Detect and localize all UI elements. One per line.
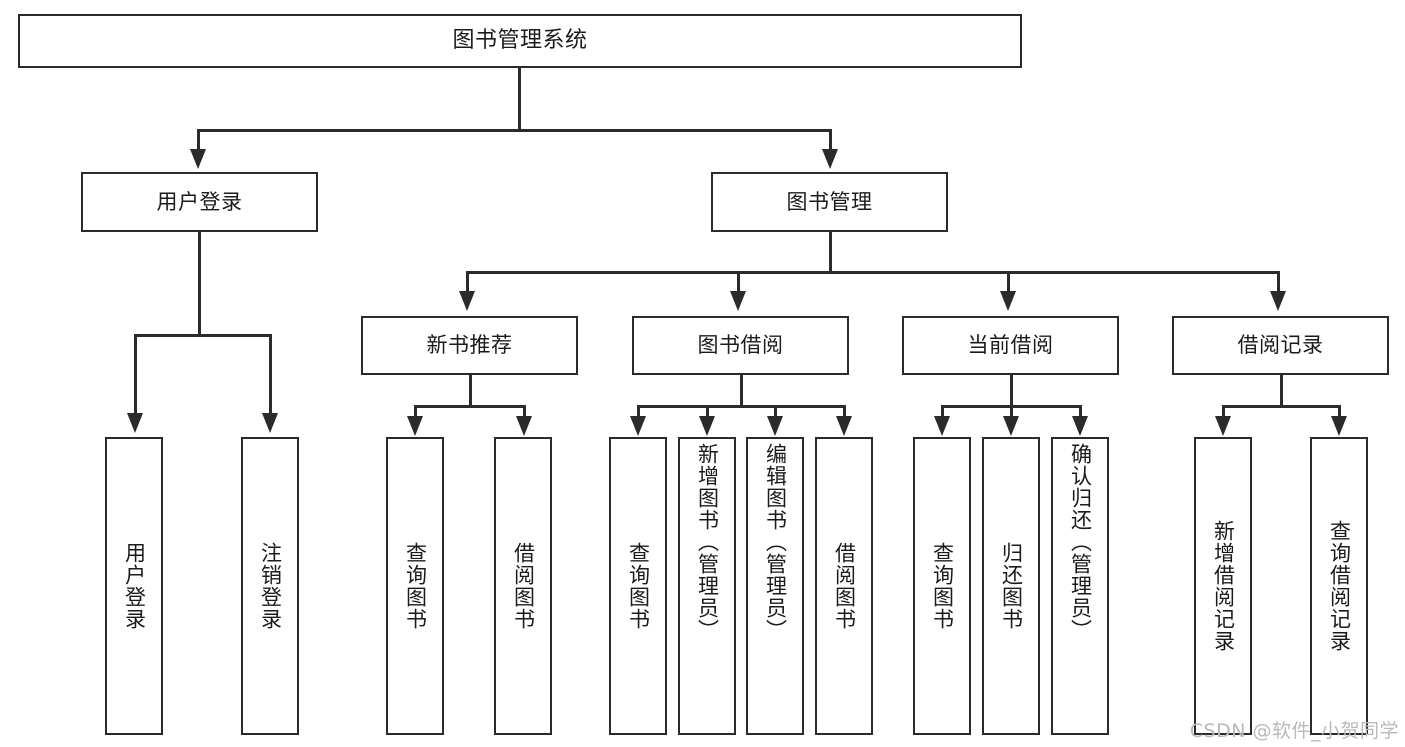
arrowhead-book-borrow-leaf-3 <box>767 416 783 436</box>
arrowhead-book-mgmt-borrow-book <box>730 291 746 311</box>
arrowhead-root-to-book-mgmt <box>822 149 838 169</box>
arrowhead-user-login-leaf-1 <box>127 413 143 433</box>
arrowhead-book-mgmt-current-borrow <box>1000 291 1016 311</box>
connector-book-borrow-to-leaf-3 <box>774 405 777 419</box>
node-label: 新书推荐 <box>426 333 513 358</box>
node-label: 当前借阅 <box>967 333 1054 358</box>
arrowhead-user-login-leaf-2 <box>262 413 278 433</box>
leaf-book-borrow-query[interactable]: 查询图书 <box>609 437 667 735</box>
node-label: 借阅记录 <box>1237 333 1324 358</box>
arrowhead-current-borrow-leaf-2 <box>1003 416 1019 436</box>
connector-book-borrow-stem <box>740 375 743 407</box>
connector-book-borrow-to-leaf-4 <box>843 405 846 419</box>
leaf-book-borrow-borrow[interactable]: 借阅图书 <box>815 437 873 735</box>
node-label: 借阅图书 <box>832 542 857 630</box>
connector-book-borrow-to-leaf-2 <box>706 405 709 419</box>
connector-current-borrow-stem <box>1010 375 1013 407</box>
connector-book-mgmt-to-new-book <box>466 271 469 295</box>
leaf-current-borrow-query[interactable]: 查询图书 <box>913 437 971 735</box>
leaf-borrow-record-query[interactable]: 查询借阅记录 <box>1310 437 1368 735</box>
node-label: 编辑图书（管理员） <box>763 443 788 641</box>
connector-current-borrow-to-leaf-3 <box>1079 405 1082 419</box>
connector-root-to-book-mgmt <box>829 129 832 155</box>
connector-book-mgmt-to-current-borrow <box>1007 271 1010 295</box>
leaf-new-book-query[interactable]: 查询图书 <box>386 437 444 735</box>
leaf-user-login-login[interactable]: 用户登录 <box>105 437 163 735</box>
leaf-user-login-logout[interactable]: 注销登录 <box>241 437 299 735</box>
node-root-system[interactable]: 图书管理系统 <box>18 14 1022 68</box>
node-label: 查询图书 <box>930 542 955 630</box>
arrowhead-book-borrow-leaf-1 <box>630 416 646 436</box>
node-label: 图书管理 <box>786 189 873 214</box>
connector-current-borrow-to-leaf-1 <box>941 405 944 419</box>
arrowhead-borrow-record-leaf-2 <box>1331 416 1347 436</box>
connector-book-mgmt-stem <box>829 232 832 273</box>
leaf-new-book-borrow[interactable]: 借阅图书 <box>494 437 552 735</box>
connector-root-to-user-login <box>197 129 200 155</box>
node-label: 新增借阅记录 <box>1211 520 1236 652</box>
connector-root-bus <box>197 129 831 132</box>
node-label: 借阅图书 <box>511 542 536 630</box>
node-current-borrow[interactable]: 当前借阅 <box>902 316 1119 375</box>
leaf-borrow-record-add[interactable]: 新增借阅记录 <box>1194 437 1252 735</box>
node-label: 查询借阅记录 <box>1327 520 1352 652</box>
node-label: 新增图书（管理员） <box>695 443 720 641</box>
arrowhead-current-borrow-leaf-1 <box>934 416 950 436</box>
arrowhead-current-borrow-leaf-3 <box>1072 416 1088 436</box>
connector-borrow-record-to-leaf-1 <box>1222 405 1225 419</box>
connector-borrow-record-to-leaf-2 <box>1338 405 1341 419</box>
leaf-current-borrow-confirm-return[interactable]: 确认归还（管理员） <box>1051 437 1109 735</box>
node-label: 查询图书 <box>626 542 651 630</box>
connector-new-book-bus <box>414 405 525 408</box>
node-label: 查询图书 <box>403 542 428 630</box>
connector-borrow-record-stem <box>1280 375 1283 407</box>
arrowhead-book-borrow-leaf-2 <box>699 416 715 436</box>
connector-user-login-stem <box>198 232 201 336</box>
connector-user-login-to-leaf-1 <box>134 334 137 417</box>
connector-current-borrow-to-leaf-2 <box>1010 405 1013 419</box>
node-label: 归还图书 <box>999 542 1024 630</box>
node-label: 用户登录 <box>122 542 147 630</box>
connector-new-book-stem <box>469 375 472 407</box>
connector-user-login-to-leaf-2 <box>269 334 272 417</box>
arrowhead-book-borrow-leaf-4 <box>836 416 852 436</box>
arrowhead-root-to-user-login <box>190 149 206 169</box>
arrowhead-book-mgmt-borrow-record <box>1270 291 1286 311</box>
node-label: 图书借阅 <box>697 333 784 358</box>
node-label: 图书管理系统 <box>452 28 588 54</box>
node-label: 确认归还（管理员） <box>1068 443 1093 641</box>
node-book-borrow[interactable]: 图书借阅 <box>632 316 849 375</box>
connector-book-mgmt-bus <box>466 271 1280 274</box>
arrowhead-new-book-leaf-2 <box>516 416 532 436</box>
connector-new-book-to-leaf-1 <box>414 405 417 419</box>
leaf-book-borrow-edit[interactable]: 编辑图书（管理员） <box>746 437 804 735</box>
connector-borrow-record-bus <box>1222 405 1340 408</box>
connector-new-book-to-leaf-2 <box>523 405 526 419</box>
node-book-management[interactable]: 图书管理 <box>711 172 948 232</box>
node-user-login[interactable]: 用户登录 <box>81 172 318 232</box>
node-label: 用户登录 <box>156 189 243 214</box>
arrowhead-new-book-leaf-1 <box>407 416 423 436</box>
arrowhead-book-mgmt-new-book <box>459 291 475 311</box>
leaf-current-borrow-return[interactable]: 归还图书 <box>982 437 1040 735</box>
connector-book-borrow-bus <box>637 405 845 408</box>
node-borrow-record[interactable]: 借阅记录 <box>1172 316 1389 375</box>
connector-book-borrow-to-leaf-1 <box>637 405 640 419</box>
connector-root-stem <box>518 68 521 131</box>
connector-book-mgmt-to-borrow-book <box>737 271 740 295</box>
node-label: 注销登录 <box>258 542 283 630</box>
connector-user-login-bus <box>134 334 271 337</box>
node-new-book-recommend[interactable]: 新书推荐 <box>361 316 578 375</box>
connector-book-mgmt-to-borrow-record <box>1277 271 1280 295</box>
leaf-book-borrow-add[interactable]: 新增图书（管理员） <box>678 437 736 735</box>
arrowhead-borrow-record-leaf-1 <box>1215 416 1231 436</box>
